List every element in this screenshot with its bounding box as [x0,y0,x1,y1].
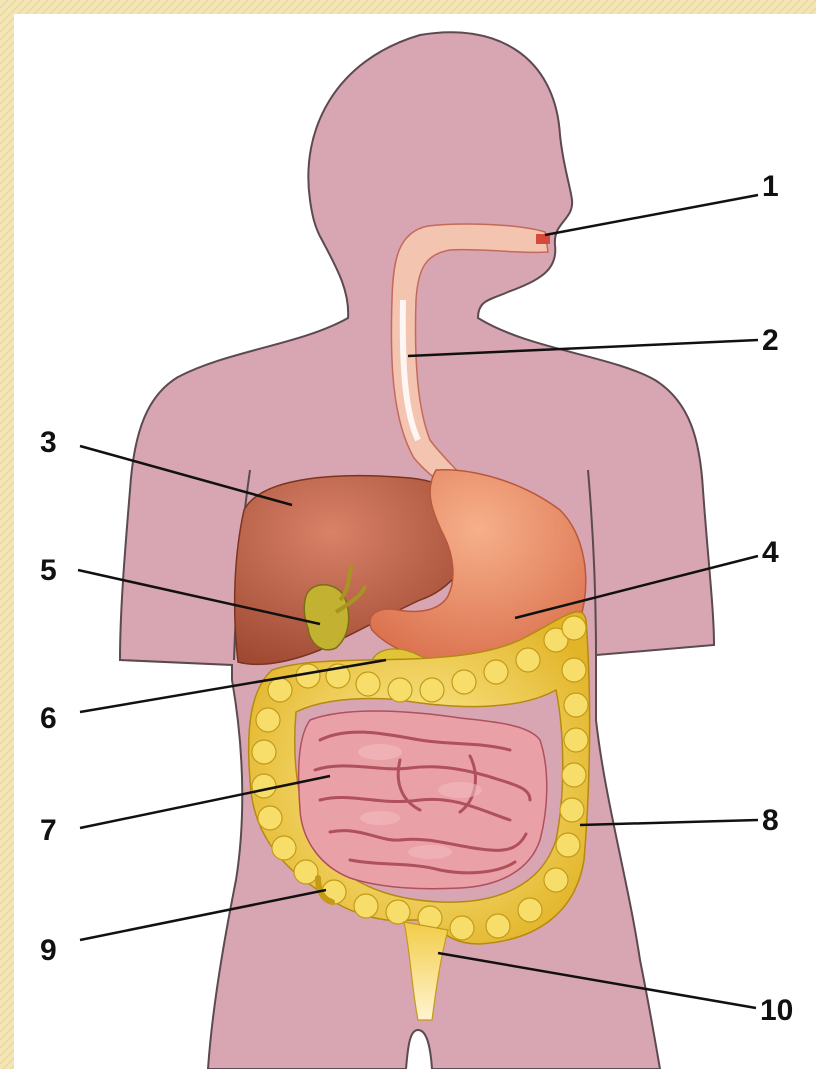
label-pancreas: 6 [40,702,57,735]
label-appendix: 9 [40,934,57,967]
label-liver: 3 [40,426,57,459]
label-large-intestine: 8 [762,804,779,837]
label-rectum: 10 [760,994,793,1027]
label-stomach: 4 [762,536,779,569]
label-mouth: 1 [762,170,779,203]
label-esophagus: 2 [762,324,779,357]
label-gallbladder: 5 [40,554,57,587]
label-small-intestine: 7 [40,814,57,847]
small-intestine [299,711,547,889]
